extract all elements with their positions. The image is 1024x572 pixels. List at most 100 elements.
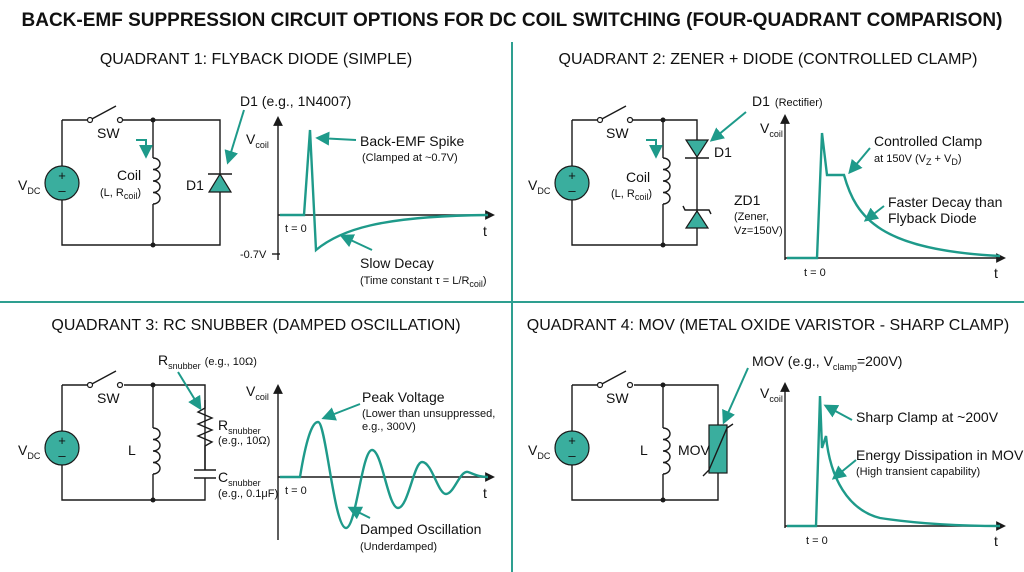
q3-graph: Vcoil t t = 0 Peak Voltage (Lower than u… bbox=[246, 383, 495, 553]
svg-text:+: + bbox=[58, 433, 66, 448]
svg-text:–: – bbox=[568, 448, 576, 463]
q1-vaxis-label: V bbox=[246, 131, 256, 147]
q4-vdc-label: V bbox=[528, 442, 538, 458]
q4-sw-label: SW bbox=[606, 390, 629, 406]
svg-text:MOV (e.g., Vclamp=200V): MOV (e.g., Vclamp=200V) bbox=[752, 353, 902, 372]
svg-text:at 150V (VZ + VD): at 150V (VZ + VD) bbox=[874, 153, 962, 167]
svg-text:D1 (e.g., 1N4007): D1 (e.g., 1N4007) bbox=[240, 93, 351, 109]
q1-d1-label: D1 bbox=[186, 177, 204, 193]
q3-c-label: C bbox=[218, 469, 228, 485]
q2-vdc-label: V bbox=[528, 177, 538, 193]
svg-text:VDC: VDC bbox=[528, 442, 551, 461]
svg-text:(L, Rcoil): (L, Rcoil) bbox=[611, 188, 652, 202]
q2-t-label: t bbox=[994, 265, 998, 281]
q2-graph: Vcoil t t = 0 Controlled Clamp at 150V (… bbox=[760, 114, 1006, 281]
svg-text:Vcoil: Vcoil bbox=[760, 120, 783, 139]
q1-decay-label: Slow Decay bbox=[360, 255, 434, 271]
svg-text:Rsnubber: Rsnubber bbox=[218, 417, 261, 436]
q1-diode-symbol bbox=[207, 172, 233, 193]
q4-sharp-label: Sharp Clamp at ~200V bbox=[856, 409, 999, 425]
q4-waveform bbox=[787, 395, 1001, 528]
q1-decay-note: (Time constant τ = L/R bbox=[360, 275, 469, 287]
q3-r-label: R bbox=[218, 417, 228, 433]
q2-clamp-note: at 150V (V bbox=[874, 153, 927, 165]
q3-damped-note: (Underdamped) bbox=[360, 541, 437, 553]
quadrant-1: QUADRANT 1: FLYBACK DIODE (SIMPLE) + – V… bbox=[18, 51, 495, 289]
q1-source-symbol bbox=[44, 165, 80, 201]
q4-mov-note: MOV (e.g., V bbox=[752, 353, 834, 369]
q1-waveform bbox=[280, 129, 489, 253]
q2-zd1-label: ZD1 bbox=[734, 192, 761, 208]
q3-r-note: (e.g., 10Ω) bbox=[218, 435, 270, 447]
svg-text:VDC: VDC bbox=[528, 177, 551, 196]
q3-rtop-label: R bbox=[158, 352, 168, 368]
q1-neg-label: -0.7V bbox=[240, 249, 267, 261]
q1-coil-params: (L, R bbox=[100, 187, 124, 199]
svg-text:Vcoil: Vcoil bbox=[246, 383, 269, 402]
q4-energy-note: (High transient capability) bbox=[856, 466, 980, 478]
q1-switch-blade bbox=[89, 105, 117, 121]
q2-d1-label: D1 bbox=[714, 144, 732, 160]
q4-l-label: L bbox=[640, 442, 648, 458]
q1-vdc-label: V bbox=[18, 177, 28, 193]
quadrant-4: QUADRANT 4: MOV (METAL OXIDE VARISTOR - … bbox=[527, 317, 1024, 549]
q2-d1-top-label: D1 bbox=[752, 93, 770, 109]
svg-text:–: – bbox=[58, 183, 66, 198]
q2-zd1-note1: (Zener, bbox=[734, 211, 769, 223]
q1-coil-label: Coil bbox=[117, 167, 141, 183]
svg-text:Rsnubber(e.g., 10Ω): Rsnubber(e.g., 10Ω) bbox=[158, 352, 257, 371]
svg-text:+: + bbox=[568, 168, 576, 183]
q2-heading: QUADRANT 2: ZENER + DIODE (CONTROLLED CL… bbox=[559, 51, 978, 68]
svg-text:(L, Rcoil): (L, Rcoil) bbox=[100, 187, 141, 201]
q3-sw-label: SW bbox=[97, 390, 120, 406]
q2-vaxis-label: V bbox=[760, 120, 770, 136]
q2-clamp-label: Controlled Clamp bbox=[874, 133, 982, 149]
svg-text:–: – bbox=[568, 183, 576, 198]
q2-coil-label: Coil bbox=[626, 169, 650, 185]
svg-text:VDC: VDC bbox=[18, 442, 41, 461]
q3-peak-note2: e.g., 300V) bbox=[362, 421, 416, 433]
svg-text:Vcoil: Vcoil bbox=[760, 385, 783, 404]
q3-peak-label: Peak Voltage bbox=[362, 389, 445, 405]
q2-coil-params: (L, R bbox=[611, 188, 635, 200]
q1-coil-symbol bbox=[152, 157, 161, 205]
q4-energy-label: Energy Dissipation in MOV bbox=[856, 447, 1024, 463]
q2-t0-label: t = 0 bbox=[804, 267, 826, 279]
q4-t-label: t bbox=[994, 533, 998, 549]
q4-heading: QUADRANT 4: MOV (METAL OXIDE VARISTOR - … bbox=[527, 317, 1009, 334]
quadrant-3: QUADRANT 3: RC SNUBBER (DAMPED OSCILLATI… bbox=[18, 317, 495, 553]
q4-graph: Vcoil t t = 0 Sharp Clamp at ~200V Energ… bbox=[760, 382, 1024, 549]
q1-sw-label: SW bbox=[97, 125, 120, 141]
q4-inductor-symbol bbox=[662, 427, 671, 475]
q3-waveform bbox=[280, 420, 489, 530]
q3-peak-note1: (Lower than unsuppressed, bbox=[362, 408, 495, 420]
q2-circuit: + – VDC SW Coil (L, Rcoil) D1(Rectifier)… bbox=[528, 93, 823, 248]
svg-text:Csnubber: Csnubber bbox=[218, 469, 261, 488]
q1-spike-label: Back-EMF Spike bbox=[360, 133, 464, 149]
q2-sw-label: SW bbox=[606, 125, 629, 141]
q3-heading: QUADRANT 3: RC SNUBBER (DAMPED OSCILLATI… bbox=[51, 317, 460, 334]
q3-t0-label: t = 0 bbox=[285, 485, 307, 497]
q1-heading: QUADRANT 1: FLYBACK DIODE (SIMPLE) bbox=[100, 51, 412, 68]
q3-source-symbol bbox=[44, 430, 80, 466]
q3-vdc-label: V bbox=[18, 442, 28, 458]
svg-text:Vcoil: Vcoil bbox=[246, 131, 269, 150]
svg-text:–: – bbox=[58, 448, 66, 463]
q2-zener-symbol bbox=[684, 209, 710, 229]
q3-l-label: L bbox=[128, 442, 136, 458]
q3-inductor-symbol bbox=[152, 427, 161, 475]
svg-text:+: + bbox=[568, 433, 576, 448]
q2-source-symbol bbox=[554, 165, 590, 201]
main-title: BACK-EMF SUPPRESSION CIRCUIT OPTIONS FOR… bbox=[22, 10, 1003, 31]
q1-t-label: t bbox=[483, 223, 487, 239]
q4-vaxis-label: V bbox=[760, 385, 770, 401]
q4-source-symbol bbox=[554, 430, 590, 466]
q2-zd1-note2: Vz=150V) bbox=[734, 225, 783, 237]
svg-text:D1(Rectifier): D1(Rectifier) bbox=[752, 93, 823, 109]
q3-resistor-symbol bbox=[196, 400, 214, 470]
q2-coil-symbol bbox=[662, 157, 671, 205]
q1-graph: Vcoil t t = 0 -0.7V Back-EMF Spike (Clam… bbox=[240, 116, 495, 289]
q3-circuit: + – VDC SW L Rsnubber(e.g., 10Ω) Rsnubbe… bbox=[18, 352, 278, 503]
